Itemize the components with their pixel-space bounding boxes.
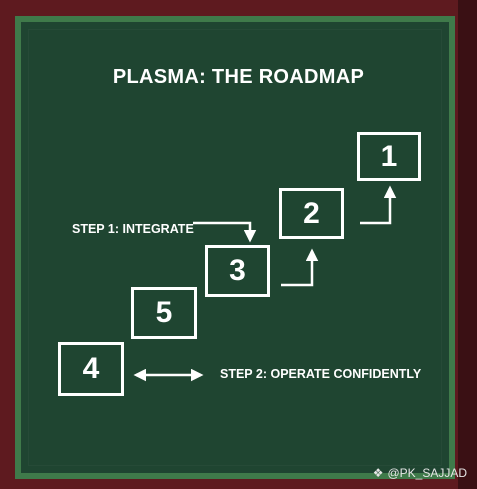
step-box-2: 2 bbox=[279, 188, 344, 239]
step-box-1: 1 bbox=[357, 132, 421, 181]
watermark: ❖ @PK_SAJJAD bbox=[373, 466, 467, 480]
diagram-title: PLASMA: THE ROADMAP bbox=[112, 66, 365, 88]
step-box-5: 5 bbox=[131, 287, 197, 339]
elbow-arrow-2-to-1 bbox=[360, 185, 397, 225]
step1-label: STEP 1: INTEGRATE bbox=[72, 222, 194, 236]
integrate-arrow bbox=[193, 221, 257, 243]
background-strip bbox=[458, 0, 477, 489]
step-box-3: 3 bbox=[205, 245, 270, 297]
elbow-arrow-3-to-2 bbox=[281, 248, 319, 287]
watermark-diamond-icon: ❖ bbox=[372, 466, 384, 480]
step2-label: STEP 2: OPERATE CONFIDENTLY bbox=[220, 367, 422, 381]
step-box-4: 4 bbox=[58, 342, 124, 396]
watermark-text: @PK_SAJJAD bbox=[387, 466, 467, 480]
